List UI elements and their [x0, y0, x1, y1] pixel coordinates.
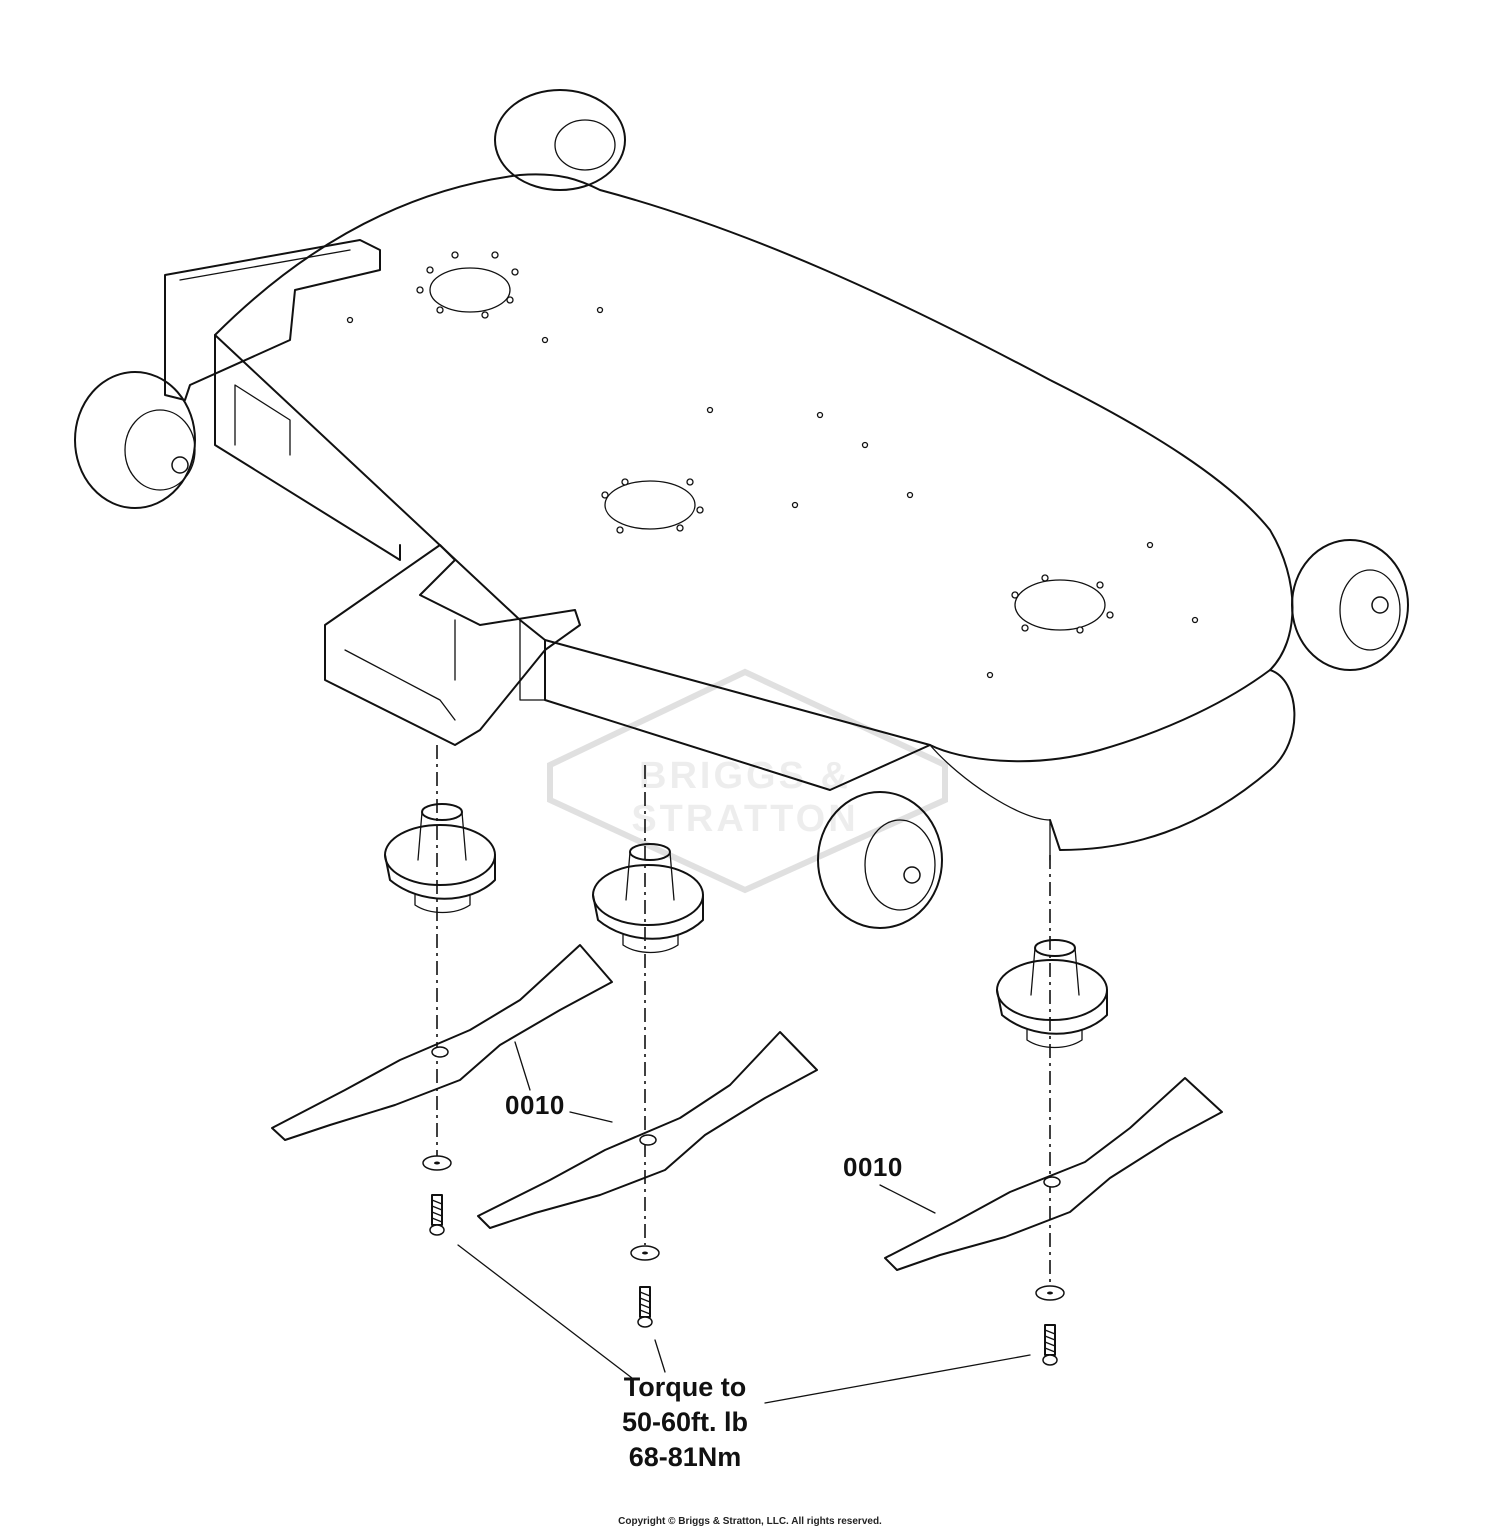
spindle-assembly-left	[384, 803, 496, 914]
spindle-hole-center	[604, 480, 696, 530]
spindle-assembly-right	[996, 939, 1108, 1049]
mower-blade-center	[477, 1031, 818, 1229]
copyright-notice: Copyright © Briggs & Stratton, LLC. All …	[618, 1516, 882, 1527]
torque-line-1: Torque to	[623, 1372, 747, 1402]
anti-scalp-wheel-left	[74, 371, 196, 509]
blade-bolt-right	[1035, 1285, 1065, 1366]
blade-bolt-center	[630, 1245, 660, 1328]
spindle-assembly-center	[592, 843, 704, 954]
anti-scalp-wheel-front	[817, 791, 943, 929]
torque-line-3: 68-81Nm	[628, 1442, 742, 1472]
anti-scalp-wheel-rear	[494, 89, 626, 191]
callout-blade-right: 0010	[843, 1152, 903, 1182]
blade-bolt-left	[422, 1155, 452, 1236]
leader-lines	[457, 1041, 1031, 1404]
watermark-logo	[547, 668, 948, 894]
mower-deck	[164, 173, 1296, 861]
assembly-centerlines	[436, 745, 1051, 1290]
torque-note: Torque to 50-60ft. lb 68-81Nm	[560, 1370, 810, 1475]
torque-line-2: 50-60ft. lb	[621, 1407, 749, 1437]
mower-blade-right	[884, 1077, 1223, 1271]
anti-scalp-wheel-right	[1291, 539, 1409, 671]
mower-blade-left	[271, 944, 613, 1141]
spindle-hole-left	[429, 267, 511, 313]
callout-blade-left: 0010	[505, 1090, 565, 1120]
spindle-hole-right	[1014, 579, 1106, 631]
watermark-text: BRIGGS & STRATTON	[631, 755, 859, 840]
